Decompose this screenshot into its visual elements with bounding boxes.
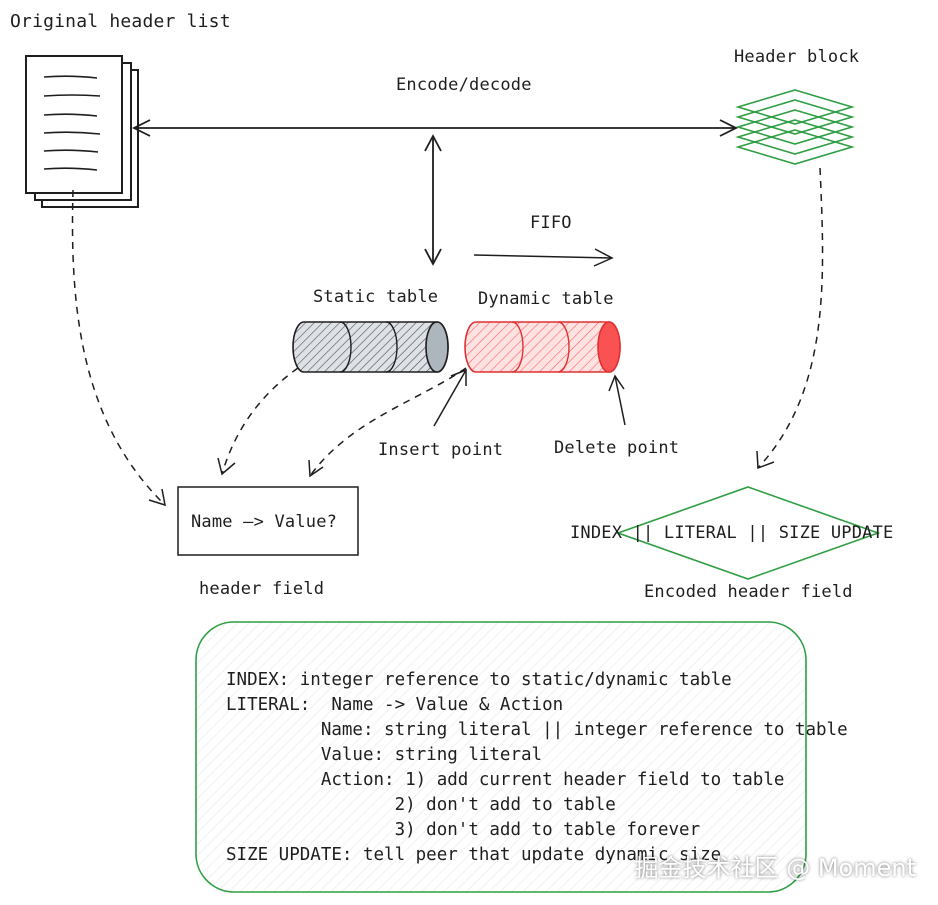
insert-point-label: Insert point <box>378 440 504 460</box>
dashed-arrow-static-to-field <box>217 367 299 476</box>
encode-decode-arrow <box>131 119 739 137</box>
encoded-options-text: INDEX || LITERAL || SIZE UPDATE <box>570 523 894 543</box>
note-line: Name: string literal || integer referenc… <box>226 720 848 740</box>
delete-point-label: Delete point <box>554 438 680 458</box>
original-header-list-label: Original header list <box>10 11 231 32</box>
legend-note-box <box>195 621 807 893</box>
note-line: INDEX: integer reference to static/dynam… <box>226 670 732 690</box>
header-field-box-text: Name —> Value? <box>191 512 338 532</box>
encoded-header-diamond <box>615 486 881 580</box>
header-block-label: Header block <box>734 47 860 67</box>
watermark: 掘金技术社区 @ Moment <box>634 854 916 882</box>
note-line: LITERAL: Name -> Value & Action <box>226 695 564 715</box>
static-table-cylinder <box>292 321 449 373</box>
dashed-arrow-block-to-encoded <box>756 167 824 470</box>
fifo-arrow <box>473 248 614 267</box>
legend-note-text: INDEX: integer reference to static/dynam… <box>226 668 848 868</box>
delete-point-arrow <box>608 374 626 426</box>
dashed-arrow-dynamic-to-field <box>308 367 467 478</box>
encoded-header-field-label: Encoded header field <box>644 582 853 602</box>
note-line: Action: 1) add current header field to t… <box>226 770 785 790</box>
static-table-label: Static table <box>313 287 439 307</box>
encode-decode-label: Encode/decode <box>396 75 532 95</box>
fifo-label: FIFO <box>530 213 572 233</box>
note-line: Value: string literal <box>226 745 543 765</box>
note-line: SIZE UPDATE: tell peer that update dynam… <box>226 845 722 865</box>
dashed-arrow-list-to-field <box>71 189 166 507</box>
header-field-label: header field <box>199 579 325 599</box>
header-block-icon <box>735 89 855 165</box>
dynamic-table-cylinder <box>464 321 621 373</box>
document-stack-icon <box>25 55 139 208</box>
note-line: 2) don't add to table <box>226 795 616 815</box>
vertical-double-arrow <box>424 134 442 266</box>
dynamic-table-label: Dynamic table <box>478 289 614 309</box>
note-line: 3) don't add to table forever <box>226 820 701 840</box>
insert-point-arrow <box>433 368 467 427</box>
header-field-box <box>177 486 359 556</box>
